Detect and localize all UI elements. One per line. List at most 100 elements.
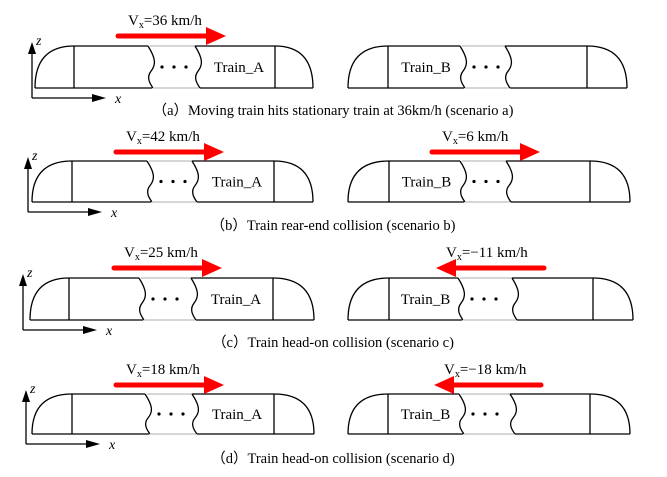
train-a-break-left [144, 393, 153, 435]
train-a-break-right [191, 160, 200, 203]
velocity-symbol: V [442, 129, 453, 145]
ellipsis-dot [484, 65, 488, 69]
z-axis-arrow-icon [22, 390, 30, 402]
train-a: Train_AVx=36 km/h [34, 13, 314, 89]
ellipsis-dot [495, 412, 499, 416]
train-a-front-nose [274, 45, 314, 89]
x-axis-arrow-icon [88, 208, 102, 216]
train-a-rear-nose [31, 393, 73, 435]
train-a-rear-nose [34, 45, 75, 89]
train-a-rear-nose [31, 160, 73, 203]
velocity-symbol: V [128, 13, 139, 29]
axes: zx [24, 149, 118, 221]
velocity-symbol: V [126, 129, 137, 145]
train-a-velocity-arrow-head [204, 143, 224, 161]
train-b: Train_B Vx=−11 km/h [347, 245, 634, 321]
z-axis-arrow-icon [19, 274, 27, 286]
x-axis-label: x [108, 438, 116, 453]
train-b-break-left [459, 160, 468, 203]
train-b-break-right [511, 277, 520, 321]
train-a: Train_AVx=25 km/h [29, 245, 315, 321]
train-a-break-right [194, 45, 203, 89]
velocity-subscript: x [135, 252, 140, 263]
ellipsis-dot [181, 412, 185, 416]
train-a-break-right [190, 277, 199, 321]
train-b-label: Train_B [401, 292, 450, 308]
ellipsis-dot [175, 297, 179, 301]
train-a: Train_A Vx=18 km/h [31, 362, 315, 435]
train-b-rear-nose [589, 393, 631, 435]
velocity-symbol: V [444, 362, 455, 378]
train-b-velocity-arrow-head [520, 143, 540, 161]
velocity-value: =6 km/h [458, 129, 509, 145]
train-a-label: Train_A [212, 175, 262, 191]
train-b-break-left [458, 393, 467, 435]
velocity-symbol: V [126, 362, 137, 378]
x-axis-label: x [114, 92, 122, 107]
ellipsis-dot [494, 297, 498, 301]
train-b-velocity-arrow-head [434, 376, 454, 394]
velocity-subscript: x [139, 20, 144, 31]
train-b-break-left [457, 277, 466, 321]
train-a-break-left [147, 45, 156, 89]
train-b-velocity-label: Vx=−11 km/h [446, 245, 528, 263]
train-b-rear-nose [592, 277, 634, 321]
panel-caption: （d）Train head-on collision (scenario d) [211, 450, 455, 467]
velocity-value: =18 km/h [142, 362, 201, 378]
ellipsis-dot [184, 65, 188, 69]
train-b-front-nose [347, 393, 389, 435]
velocity-subscript: x [137, 136, 142, 147]
train-b-velocity-arrow-head [436, 259, 456, 277]
ellipsis-dot [471, 412, 475, 416]
train-a-front-nose [273, 160, 314, 203]
x-axis-label: x [110, 206, 118, 221]
train-b-front-nose [347, 45, 389, 89]
train-b-front-nose [347, 277, 390, 321]
panel-caption: （b）Train rear-end collision (scenario b) [211, 217, 456, 234]
train-a-velocity-label: Vx=18 km/h [126, 362, 200, 380]
velocity-subscript: x [453, 136, 458, 147]
ellipsis-dot [160, 65, 164, 69]
train-a-break-right [191, 393, 200, 435]
train-b: Train_B [347, 45, 628, 89]
panel-caption: （c）Train head-on collision (scenario c) [212, 334, 454, 351]
ellipsis-dot [171, 179, 175, 184]
train-b-velocity-label: Vx=−18 km/h [444, 362, 527, 380]
train-b-break-right [505, 160, 514, 203]
z-axis-label: z [26, 266, 33, 281]
train-b-label: Train_B [401, 60, 450, 76]
axes: zx [19, 266, 113, 339]
train-a-break-left [146, 160, 155, 203]
z-axis-arrow-icon [28, 42, 36, 54]
ellipsis-dot [496, 179, 500, 184]
z-axis-label: z [35, 34, 42, 49]
train-b-label: Train_B [401, 407, 450, 423]
z-axis-label: z [29, 382, 36, 397]
z-axis-label: z [31, 149, 38, 164]
ellipsis-dot [163, 297, 167, 301]
velocity-value: =25 km/h [140, 245, 199, 261]
ellipsis-dot [482, 297, 486, 301]
train-b-rear-nose [586, 45, 628, 89]
train-a-label: Train_A [212, 407, 262, 423]
train-b-front-nose [347, 160, 390, 203]
ellipsis-dot [151, 297, 155, 301]
velocity-subscript: x [455, 369, 460, 380]
train-b-break-left [459, 45, 468, 89]
z-axis-arrow-icon [24, 157, 32, 169]
ellipsis-dot [472, 65, 476, 69]
ellipsis-dot [484, 179, 488, 184]
train-a-front-nose [272, 277, 315, 321]
velocity-symbol: V [446, 245, 457, 261]
axes: zx [22, 382, 116, 453]
train-a-velocity-label: Vx=36 km/h [128, 13, 202, 31]
panel-caption: （a）Moving train hits stationary train at… [153, 102, 514, 119]
x-axis-arrow-icon [86, 440, 100, 448]
train-a-velocity-label: Vx=42 km/h [126, 129, 200, 147]
velocity-symbol: V [124, 245, 135, 261]
